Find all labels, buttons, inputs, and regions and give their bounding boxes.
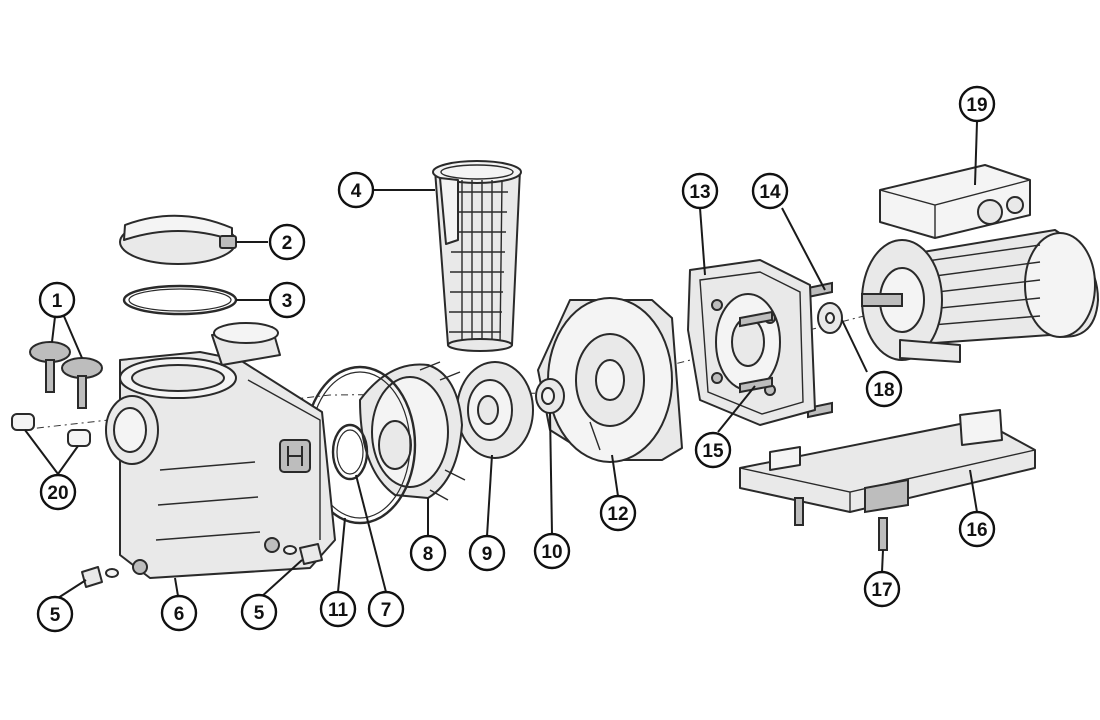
small-o-ring xyxy=(331,423,369,481)
callout-label: 11 xyxy=(328,600,349,621)
callout-label: 2 xyxy=(282,233,293,254)
pump-housing xyxy=(105,322,336,579)
motor-bracket xyxy=(687,259,816,426)
callout-5-left: 5 xyxy=(36,595,74,633)
callout-label: 7 xyxy=(381,600,392,621)
callout-label: 19 xyxy=(966,95,987,116)
seal-plate xyxy=(537,297,683,463)
callout-label: 12 xyxy=(607,504,628,525)
callout-label: 6 xyxy=(174,604,185,625)
callout-9: 9 xyxy=(468,534,506,572)
bracket-bolts xyxy=(739,310,773,394)
callout-label: 20 xyxy=(47,483,68,504)
callout-4: 4 xyxy=(337,171,375,209)
callout-13: 13 xyxy=(681,172,719,210)
callout-label: 9 xyxy=(482,544,493,565)
base-plate xyxy=(739,409,1036,514)
nipples xyxy=(11,413,91,447)
callout-12: 12 xyxy=(599,494,637,532)
callout-17: 17 xyxy=(863,570,901,608)
callout-1: 1 xyxy=(38,281,76,319)
mechanical-seal xyxy=(535,378,565,414)
callout-label: 13 xyxy=(689,182,710,203)
thumb-screws xyxy=(29,341,103,409)
callout-label: 16 xyxy=(966,520,987,541)
callout-10: 10 xyxy=(533,532,571,570)
callout-label: 1 xyxy=(52,291,63,312)
callout-6: 6 xyxy=(160,594,198,632)
callout-label: 5 xyxy=(50,605,61,626)
callout-label: 10 xyxy=(541,542,562,563)
washer xyxy=(817,302,843,334)
base-screws xyxy=(794,497,888,551)
callout-15: 15 xyxy=(694,431,732,469)
callout-label: 8 xyxy=(423,544,434,565)
callout-19: 19 xyxy=(958,85,996,123)
drain-plugs xyxy=(81,543,323,588)
callout-label: 14 xyxy=(759,182,781,203)
callout-5-right: 5 xyxy=(240,593,278,631)
diffuser xyxy=(456,361,534,459)
callout-3: 3 xyxy=(268,281,306,319)
strainer-lid xyxy=(119,214,237,265)
callout-14: 14 xyxy=(751,172,789,210)
callout-label: 3 xyxy=(282,291,293,312)
motor xyxy=(861,164,1099,363)
lid-o-ring xyxy=(122,284,238,316)
callout-8: 8 xyxy=(409,534,447,572)
impeller xyxy=(359,361,466,501)
callout-2: 2 xyxy=(268,223,306,261)
callout-18: 18 xyxy=(865,370,903,408)
callout-16: 16 xyxy=(958,510,996,548)
callout-7: 7 xyxy=(367,590,405,628)
callout-label: 18 xyxy=(873,380,894,401)
leader-lines xyxy=(24,121,978,599)
callout-label: 5 xyxy=(254,603,265,624)
studs xyxy=(807,281,833,419)
callout-label: 17 xyxy=(871,580,892,601)
strainer-basket xyxy=(432,160,522,352)
callout-label: 4 xyxy=(351,181,362,202)
callout-label: 15 xyxy=(702,441,724,462)
callout-11: 11 xyxy=(319,590,357,628)
callout-20: 20 xyxy=(39,473,77,511)
